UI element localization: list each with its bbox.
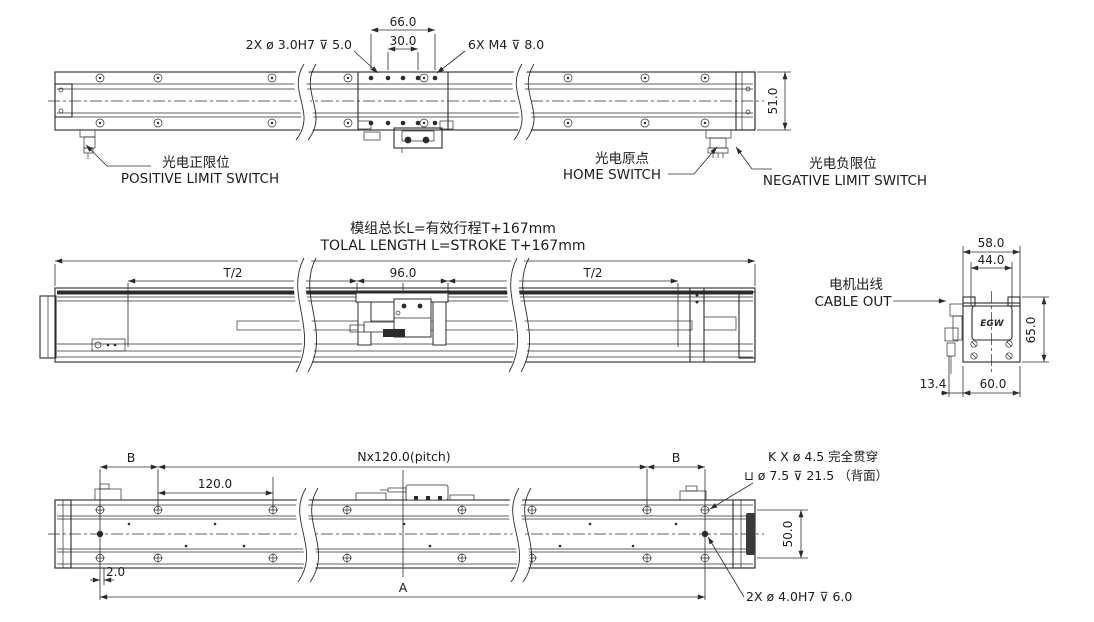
note-through-holes-line2: ⊔ ø 7.5 ⊽ 21.5 （背面） bbox=[744, 468, 888, 483]
dim-b-left: B bbox=[127, 450, 136, 465]
dim-b-right: B bbox=[672, 450, 681, 465]
top-view-rail-body bbox=[48, 71, 764, 131]
bottom-view-break-marks bbox=[295, 484, 533, 586]
dim-65: 65.0 bbox=[1024, 317, 1038, 344]
positive-limit-label-zh: 光电正限位 bbox=[162, 155, 230, 171]
note-through-holes-line1: K X ø 4.5 完全贯穿 bbox=[768, 449, 878, 464]
end-view-dimensions-bottom: 13.4 60.0 bbox=[920, 356, 1021, 397]
switch-callouts: 光电正限位 POSITIVE LIMIT SWITCH 光电原点 HOME SW… bbox=[85, 144, 927, 189]
bottom-view-body bbox=[48, 499, 764, 569]
top-view-carriage bbox=[357, 72, 454, 153]
cable-out-label-zh: 电机出线 bbox=[829, 277, 883, 293]
dim-2: 2.0 bbox=[106, 565, 125, 579]
top-view-screws bbox=[95, 73, 710, 128]
dim-66: 66.0 bbox=[390, 15, 417, 29]
end-view-dimensions-top: 58.0 44.0 bbox=[962, 236, 1021, 306]
bottom-view: B Nx120.0(pitch) B 120.0 bbox=[48, 449, 888, 604]
front-view-dimensions-top: T/2 96.0 T/2 bbox=[54, 258, 756, 347]
dim-pitch: Nx120.0(pitch) bbox=[357, 449, 450, 464]
cable-out-label-en: CABLE OUT bbox=[814, 294, 892, 310]
front-view-carriage bbox=[349, 292, 449, 346]
home-switch-label-zh: 光电原点 bbox=[595, 151, 649, 167]
top-view-break-marks bbox=[294, 60, 535, 144]
dim-30: 30.0 bbox=[390, 34, 417, 48]
home-switch-label-en: HOME SWITCH bbox=[563, 167, 661, 183]
top-view: 66.0 30.0 2X ø 3.0H7 ⊽ 5.0 6X M4 ⊽ 8.0 5… bbox=[48, 15, 927, 189]
positive-limit-switch-part bbox=[79, 129, 96, 159]
note-dowel-bottom: 2X ø 4.0H7 ⊽ 6.0 bbox=[746, 589, 852, 604]
dim-51: 51.0 bbox=[766, 88, 780, 115]
dim-t2-left: T/2 bbox=[222, 266, 242, 280]
end-view-body: EGW bbox=[962, 291, 1021, 372]
front-view: 模组总长L=有效行程T+167mm TOLAL LENGTH L=STROKE … bbox=[39, 221, 756, 375]
brand-logo: EGW bbox=[980, 319, 1005, 329]
total-length-title-zh: 模组总长L=有效行程T+167mm bbox=[350, 221, 556, 237]
end-view: 58.0 44.0 EGW bbox=[814, 236, 1049, 397]
dim-44: 44.0 bbox=[978, 253, 1005, 267]
front-view-break-marks bbox=[293, 255, 531, 375]
dim-13-4: 13.4 bbox=[920, 377, 947, 391]
note-dowel-top: 2X ø 3.0H7 ⊽ 5.0 bbox=[246, 37, 352, 52]
note-tap-top: 6X M4 ⊽ 8.0 bbox=[468, 37, 544, 52]
dim-t2-right: T/2 bbox=[582, 266, 602, 280]
dim-96: 96.0 bbox=[390, 266, 417, 280]
negative-limit-label-zh: 光电负限位 bbox=[809, 156, 877, 172]
bottom-view-dimensions-top: B Nx120.0(pitch) B 120.0 bbox=[100, 449, 705, 577]
home-negative-switch-part bbox=[705, 129, 732, 158]
bottom-view-callouts: K X ø 4.5 完全贯穿 ⊔ ø 7.5 ⊽ 21.5 （背面） 2X ø … bbox=[707, 449, 888, 604]
top-view-dimensions: 66.0 30.0 2X ø 3.0H7 ⊽ 5.0 6X M4 ⊽ 8.0 5… bbox=[246, 15, 791, 131]
bottom-view-dimensions-bottom: 2.0 A 50.0 bbox=[90, 469, 808, 600]
positive-limit-label-en: POSITIVE LIMIT SWITCH bbox=[121, 171, 279, 187]
dim-60: 60.0 bbox=[980, 377, 1007, 391]
bottom-view-top-fittings bbox=[94, 483, 707, 501]
end-view-dimensions-right: 65.0 bbox=[1022, 296, 1049, 363]
dim-50: 50.0 bbox=[781, 521, 795, 548]
negative-limit-label-en: NEGATIVE LIMIT SWITCH bbox=[763, 173, 927, 189]
dim-a: A bbox=[399, 580, 408, 595]
cable-connector bbox=[944, 303, 964, 374]
total-length-title-en: TOLAL LENGTH L=STROKE T+167mm bbox=[320, 238, 586, 254]
cable-out-callout: 电机出线 CABLE OUT bbox=[814, 277, 946, 310]
dim-120: 120.0 bbox=[198, 477, 232, 491]
dim-58: 58.0 bbox=[978, 236, 1005, 250]
